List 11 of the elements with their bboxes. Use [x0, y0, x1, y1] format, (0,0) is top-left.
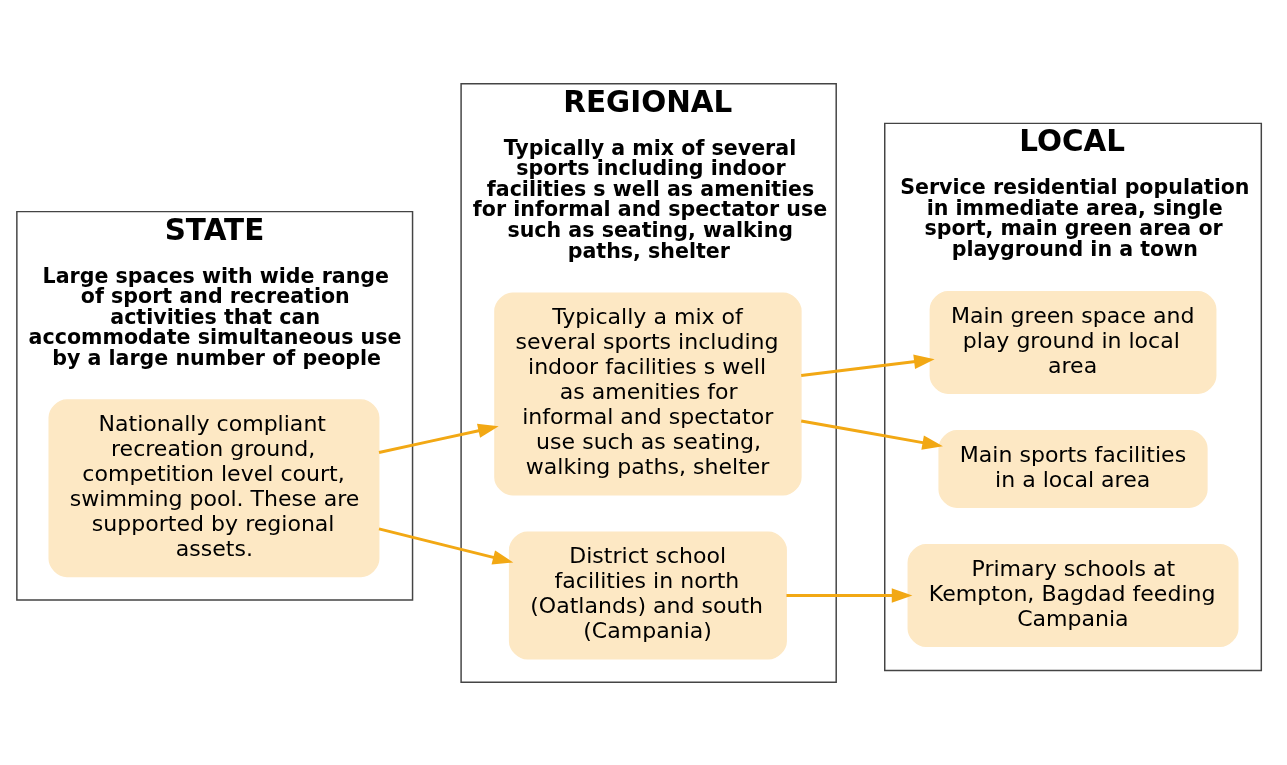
node-box: Typically a mix of several sports including indoor facilities s well as amenities for informal and spectator use such as seating, walking paths, shelter: [494, 292, 802, 496]
node-box: Primary schools at Kempton, Bagdad feeding Campania: [907, 543, 1239, 647]
node-box: Main sports facilities in a local area: [938, 429, 1208, 508]
node-box: Main green space and play ground in local area: [929, 290, 1217, 394]
node-box: Nationally compliant recreation ground, competition level court, swimming pool. These are supported by regional assets.: [48, 398, 380, 577]
arrow: [786, 587, 913, 603]
arrow: [800, 419, 943, 450]
arrow: [378, 423, 499, 454]
arrow: [801, 354, 935, 377]
arrow: [378, 527, 514, 564]
node-box: District school facilities in north (Oatlands) and south (Campania): [508, 531, 787, 660]
